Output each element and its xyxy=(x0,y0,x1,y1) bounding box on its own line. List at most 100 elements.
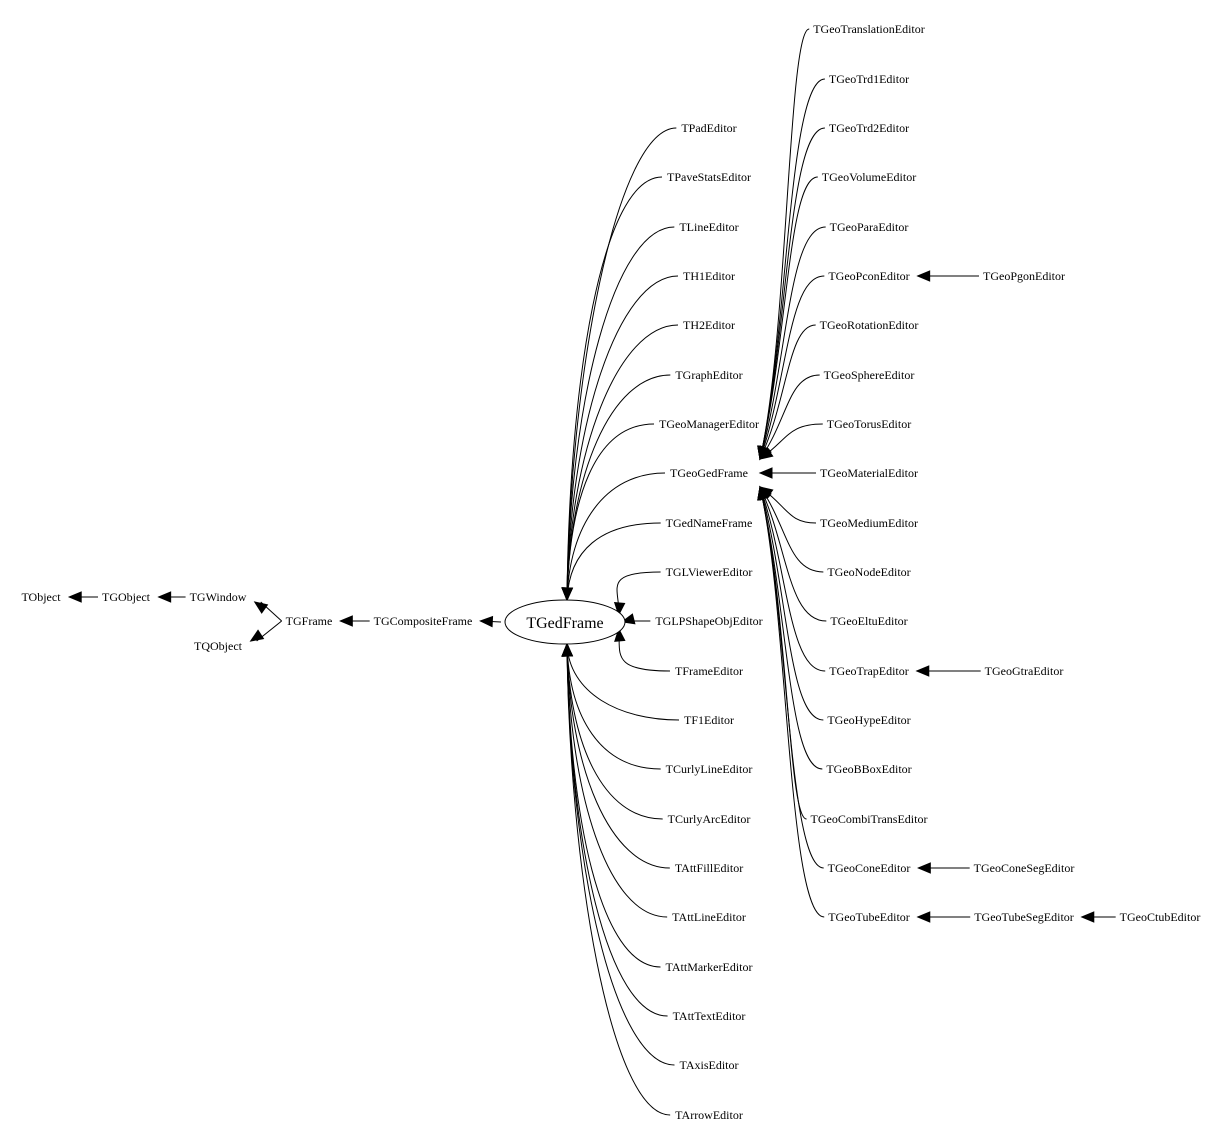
node-TGeoConeSegEditor[interactable]: TGeoConeSegEditor xyxy=(974,861,1075,875)
node-TLineEditor[interactable]: TLineEditor xyxy=(679,220,738,234)
edge-TGeoNodeEditor-to-TGeoGedFrame xyxy=(759,486,824,573)
edge-TGeoTubeEditor-to-TGeoGedFrame xyxy=(759,486,825,918)
node-TGeoRotationEditor[interactable]: TGeoRotationEditor xyxy=(820,318,919,332)
edge-TGeoTrd1Editor-to-TGeoGedFrame xyxy=(759,78,825,460)
node-TGeoBBoxEditor[interactable]: TGeoBBoxEditor xyxy=(826,762,911,776)
edge-TAttMarkerEditor-to-TGedFrame xyxy=(566,643,661,968)
node-TGedFrame[interactable]: TGedFrame xyxy=(526,615,603,632)
edge-TGeoManagerEditor-to-TGedFrame xyxy=(566,423,655,601)
edge-TArrowEditor-to-TGedFrame-arrowhead xyxy=(561,642,573,657)
edge-TPadEditor-to-TGedFrame xyxy=(566,127,677,601)
edge-TGWindow-to-TGObject-arrowhead xyxy=(157,591,172,603)
node-TGeoCombiTransEditor[interactable]: TGeoCombiTransEditor xyxy=(811,812,928,826)
edge-TGeoTrapEditor-to-TGeoGedFrame xyxy=(759,486,826,672)
edge-TGedFrame-to-TGCompositeFrame-arrowhead xyxy=(479,615,494,628)
node-TGeoSphereEditor[interactable]: TGeoSphereEditor xyxy=(824,368,915,382)
node-TGeoPgonEditor[interactable]: TGeoPgonEditor xyxy=(983,269,1065,283)
node-TPaveStatsEditor[interactable]: TPaveStatsEditor xyxy=(667,170,751,184)
edge-TGeoSphereEditor-to-TGeoGedFrame xyxy=(759,374,820,460)
edge-TGeoEltuEditor-to-TGeoGedFrame xyxy=(759,486,827,622)
node-TGeoVolumeEditor[interactable]: TGeoVolumeEditor xyxy=(822,170,916,184)
node-TGeoNodeEditor[interactable]: TGeoNodeEditor xyxy=(827,565,910,579)
node-TCurlyArcEditor[interactable]: TCurlyArcEditor xyxy=(668,812,751,826)
node-TGeoGedFrame[interactable]: TGeoGedFrame xyxy=(670,466,748,480)
edge-TGeoTubeSegEditor-to-TGeoTubeEditor-arrowhead xyxy=(916,911,931,923)
node-TGeoTubeSegEditor[interactable]: TGeoTubeSegEditor xyxy=(974,910,1074,924)
node-TGWindow[interactable]: TGWindow xyxy=(190,590,247,604)
node-TGeoTorusEditor[interactable]: TGeoTorusEditor xyxy=(827,417,911,431)
edge-TGeoConeSegEditor-to-TGeoConeEditor-arrowhead xyxy=(917,862,931,874)
edge-TLineEditor-to-TGedFrame xyxy=(566,226,675,601)
edge-TGCompositeFrame-to-TGFrame-arrowhead xyxy=(339,615,353,627)
node-TGCompositeFrame[interactable]: TGCompositeFrame xyxy=(374,614,473,628)
node-TGFrame[interactable]: TGFrame xyxy=(286,614,333,628)
edge-TAttTextEditor-to-TGedFrame xyxy=(566,643,668,1017)
node-TGeoPconEditor[interactable]: TGeoPconEditor xyxy=(828,269,909,283)
edge-TH2Editor-to-TGedFrame xyxy=(566,324,679,601)
node-TAttFillEditor[interactable]: TAttFillEditor xyxy=(675,861,743,875)
node-layer: TObject TGObject TGWindow TQObject TGFra… xyxy=(21,22,1200,1122)
node-TH2Editor[interactable]: TH2Editor xyxy=(683,318,735,332)
node-TGedNameFrame[interactable]: TGedNameFrame xyxy=(666,516,753,530)
edge-TGeoRotationEditor-to-TGeoGedFrame xyxy=(759,324,816,460)
node-TObject[interactable]: TObject xyxy=(21,590,61,604)
edge-TF1Editor-to-TGedFrame xyxy=(566,643,680,721)
edge-TGeoVolumeEditor-to-TGeoGedFrame xyxy=(759,176,818,460)
node-TGeoEltuEditor[interactable]: TGeoEltuEditor xyxy=(830,614,907,628)
node-TGeoTranslationEditor[interactable]: TGeoTranslationEditor xyxy=(813,22,925,36)
node-TPadEditor[interactable]: TPadEditor xyxy=(681,121,736,135)
node-TGObject[interactable]: TGObject xyxy=(102,590,151,604)
edge-TGedNameFrame-to-TGedFrame xyxy=(566,522,661,601)
edge-TCurlyArcEditor-to-TGedFrame xyxy=(566,643,663,820)
edge-TGeoGedFrame-to-TGedFrame xyxy=(566,472,666,601)
node-TAttTextEditor[interactable]: TAttTextEditor xyxy=(673,1009,746,1023)
node-TH1Editor[interactable]: TH1Editor xyxy=(683,269,735,283)
edge-TGeoParaEditor-to-TGeoGedFrame xyxy=(759,226,826,460)
edge-TGeoPgonEditor-to-TGeoPconEditor-arrowhead xyxy=(916,270,931,282)
node-TGeoCtubEditor[interactable]: TGeoCtubEditor xyxy=(1120,910,1201,924)
node-TGeoMaterialEditor[interactable]: TGeoMaterialEditor xyxy=(820,466,918,480)
node-TGeoTrd1Editor[interactable]: TGeoTrd1Editor xyxy=(829,72,909,86)
node-TArrowEditor[interactable]: TArrowEditor xyxy=(675,1108,743,1122)
edge-TGeoMaterialEditor-to-TGeoGedFrame-arrowhead xyxy=(758,467,773,479)
node-TGLViewerEditor[interactable]: TGLViewerEditor xyxy=(666,565,753,579)
node-TGeoTubeEditor[interactable]: TGeoTubeEditor xyxy=(828,910,910,924)
edge-TGeoGtraEditor-to-TGeoTrapEditor-arrowhead xyxy=(915,665,930,677)
node-TAttLineEditor[interactable]: TAttLineEditor xyxy=(672,910,746,924)
edge-TGeoPconEditor-to-TGeoGedFrame xyxy=(759,275,825,460)
edge-TGFrame-to-TQObject-arrowhead xyxy=(249,629,265,642)
node-TAxisEditor[interactable]: TAxisEditor xyxy=(679,1058,738,1072)
node-TGedFrame-ellipse xyxy=(504,599,626,645)
node-TGraphEditor[interactable]: TGraphEditor xyxy=(675,368,742,382)
node-TGeoManagerEditor[interactable]: TGeoManagerEditor xyxy=(659,417,759,431)
node-TGeoGtraEditor[interactable]: TGeoGtraEditor xyxy=(985,664,1064,678)
edge-TAxisEditor-to-TGedFrame xyxy=(566,643,675,1066)
edge-TGLViewerEditor-to-TGedFrame-arrowhead xyxy=(613,602,626,617)
edge-TFrameEditor-to-TGedFrame-arrowhead xyxy=(614,627,626,642)
node-TF1Editor[interactable]: TF1Editor xyxy=(684,713,734,727)
node-TGeoTrapEditor[interactable]: TGeoTrapEditor xyxy=(829,664,909,678)
edge-TAttFillEditor-to-TGedFrame xyxy=(566,643,670,869)
node-TGeoHypeEditor[interactable]: TGeoHypeEditor xyxy=(827,713,910,727)
node-TQObject[interactable]: TQObject xyxy=(194,639,243,653)
node-TAttMarkerEditor[interactable]: TAttMarkerEditor xyxy=(665,960,752,974)
edge-TGeoHypeEditor-to-TGeoGedFrame xyxy=(759,486,824,721)
node-TFrameEditor[interactable]: TFrameEditor xyxy=(675,664,743,678)
edge-TGeoTrd2Editor-to-TGeoGedFrame xyxy=(759,127,825,460)
node-TGeoConeEditor[interactable]: TGeoConeEditor xyxy=(828,861,911,875)
node-TCurlyLineEditor[interactable]: TCurlyLineEditor xyxy=(666,762,753,776)
edge-layer xyxy=(67,28,1116,1116)
edge-TGLViewerEditor-to-TGedFrame xyxy=(616,571,661,616)
node-TGeoTrd2Editor[interactable]: TGeoTrd2Editor xyxy=(829,121,909,135)
edge-TGedNameFrame-to-TGedFrame-arrowhead xyxy=(561,587,574,602)
node-TGeoMediumEditor[interactable]: TGeoMediumEditor xyxy=(820,516,918,530)
edge-TGeoTorusEditor-to-TGeoGedFrame-arrowhead xyxy=(758,447,774,460)
node-TGLPShapeObjEditor[interactable]: TGLPShapeObjEditor xyxy=(655,614,762,628)
node-TGeoParaEditor[interactable]: TGeoParaEditor xyxy=(830,220,909,234)
edge-TGeoTranslationEditor-to-TGeoGedFrame xyxy=(759,28,810,460)
edge-TGeoBBoxEditor-to-TGeoGedFrame xyxy=(759,486,823,770)
edge-TPaveStatsEditor-to-TGedFrame xyxy=(566,176,663,601)
edge-TH1Editor-to-TGedFrame xyxy=(566,275,679,601)
edge-TGFrame-to-TGWindow-arrowhead xyxy=(253,601,269,614)
